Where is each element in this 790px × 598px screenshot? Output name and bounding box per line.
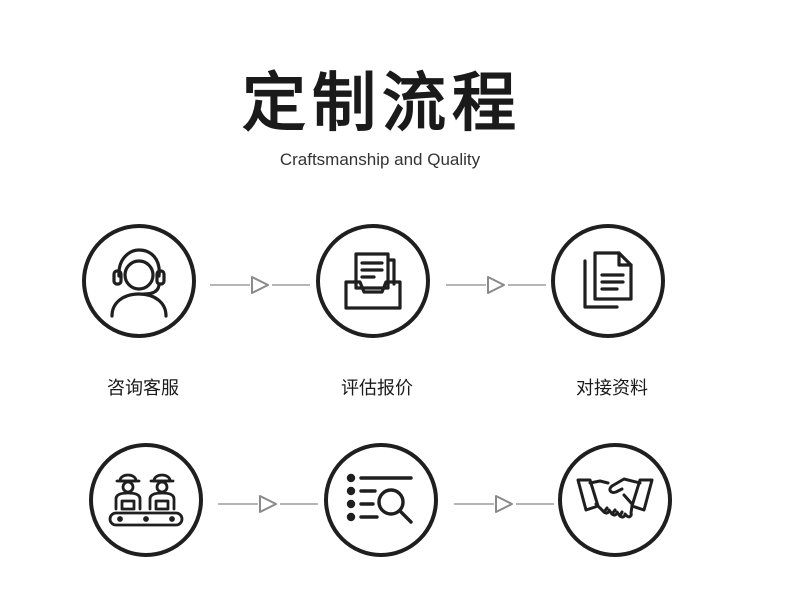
arrow-connector-3 xyxy=(218,495,318,513)
page-subtitle: Craftsmanship and Quality xyxy=(279,150,481,169)
page-title: 定制流程 xyxy=(242,67,522,141)
step-production-circle xyxy=(89,443,203,557)
arrow-connector-2 xyxy=(446,276,546,294)
handshake-icon xyxy=(576,477,654,519)
step-inspection-circle xyxy=(324,443,438,557)
customer-service-headset-icon xyxy=(110,248,168,318)
document-tray-icon xyxy=(344,252,402,310)
step-consult-label: 咨询客服 xyxy=(107,378,179,399)
workers-production-line-icon xyxy=(108,473,184,527)
documents-icon xyxy=(583,251,633,309)
arrow-connector-1 xyxy=(210,276,310,294)
list-search-icon xyxy=(346,473,413,524)
step-quote-circle xyxy=(316,224,430,338)
step-materials-label: 对接资料 xyxy=(576,378,648,399)
step-consult-circle xyxy=(82,224,196,338)
step-materials-circle xyxy=(551,224,665,338)
arrow-connector-4 xyxy=(454,495,554,513)
step-quote-label: 评估报价 xyxy=(341,378,413,399)
step-cooperation-circle xyxy=(558,443,672,557)
